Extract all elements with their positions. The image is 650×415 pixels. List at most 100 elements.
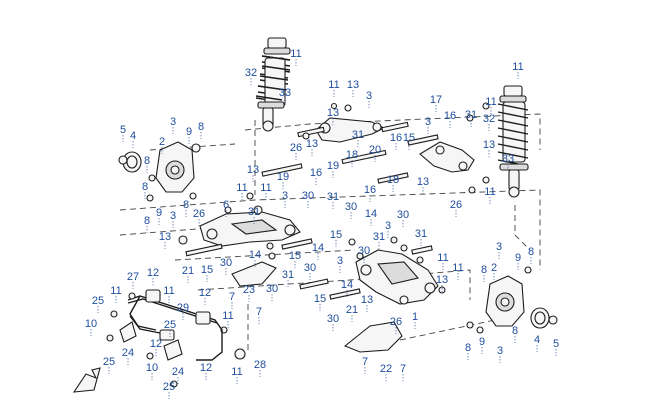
callout-9: 9	[186, 126, 192, 138]
callout-10: 10	[85, 318, 97, 330]
callout-11: 11	[485, 96, 496, 108]
callout-15: 15	[330, 229, 342, 241]
callout-27: 27	[127, 271, 139, 283]
right-knuckle	[466, 266, 558, 334]
callout-3: 3	[496, 241, 502, 253]
callout-14: 14	[365, 208, 377, 220]
callout-11: 11	[512, 61, 523, 73]
callout-8: 8	[142, 181, 148, 193]
callout-13: 13	[436, 274, 448, 286]
callout-31: 31	[352, 129, 364, 141]
callout-18: 18	[387, 174, 399, 186]
callout-2: 2	[491, 262, 497, 274]
callout-15: 15	[403, 132, 415, 144]
callout-7: 7	[400, 363, 406, 375]
callout-3: 3	[170, 116, 176, 128]
callout-13: 13	[361, 294, 373, 306]
callout-19: 19	[277, 171, 289, 183]
callout-13: 13	[347, 79, 359, 91]
callout-12: 12	[147, 267, 159, 279]
callout-11: 11	[231, 366, 242, 378]
callout-23: 23	[243, 284, 255, 296]
callout-8: 8	[144, 155, 150, 167]
callout-31: 31	[327, 191, 339, 203]
callout-26: 26	[450, 199, 462, 211]
callout-11: 11	[236, 182, 247, 194]
callout-11: 11	[260, 182, 271, 194]
callout-11: 11	[484, 186, 495, 198]
callout-1: 1	[412, 311, 418, 323]
callout-11: 11	[328, 79, 339, 91]
callout-13: 13	[327, 107, 339, 119]
callout-3: 3	[170, 210, 176, 222]
callout-13: 13	[417, 176, 429, 188]
callout-15: 15	[201, 264, 213, 276]
callout-30: 30	[327, 313, 339, 325]
callout-3: 3	[282, 190, 288, 202]
callout-13: 13	[483, 139, 495, 151]
callout-19: 19	[327, 160, 339, 172]
callout-21: 21	[346, 304, 358, 316]
skid-plates	[231, 261, 403, 353]
callout-15: 15	[314, 293, 326, 305]
callout-8: 8	[144, 215, 150, 227]
callout-7: 7	[362, 356, 368, 368]
callout-30: 30	[345, 201, 357, 213]
callout-13: 13	[247, 164, 259, 176]
callout-26: 26	[390, 316, 402, 328]
left-shock-absorber	[255, 37, 291, 132]
callout-16: 16	[390, 132, 402, 144]
callout-15: 15	[289, 250, 301, 262]
callout-7: 7	[256, 306, 262, 318]
callout-33: 33	[279, 87, 291, 99]
callout-25: 25	[163, 381, 175, 393]
right-lower-a-arm	[355, 249, 439, 305]
callout-12: 12	[150, 338, 162, 350]
callout-9: 9	[479, 336, 485, 348]
left-knuckle	[118, 141, 201, 202]
callout-30: 30	[397, 209, 409, 221]
callout-32: 32	[245, 67, 257, 79]
stabilizer-bar	[106, 289, 223, 388]
callout-3: 3	[497, 345, 503, 357]
callout-30: 30	[266, 283, 278, 295]
callout-30: 30	[220, 257, 232, 269]
callout-9: 9	[515, 252, 521, 264]
callout-8: 8	[528, 246, 534, 258]
callout-28: 28	[254, 359, 266, 371]
right-shock-absorber	[497, 85, 529, 198]
callout-31: 31	[248, 206, 260, 218]
callout-11: 11	[222, 310, 233, 322]
callout-8: 8	[198, 121, 204, 133]
callout-33: 33	[502, 153, 514, 165]
callout-3: 3	[337, 255, 343, 267]
callout-11: 11	[437, 252, 448, 264]
callout-18: 18	[346, 149, 358, 161]
callout-24: 24	[122, 347, 134, 359]
callout-3: 3	[366, 90, 372, 102]
callout-24: 24	[172, 366, 184, 378]
callout-11: 11	[290, 48, 301, 60]
callout-10: 10	[146, 362, 158, 374]
callout-30: 30	[304, 262, 316, 274]
callout-14: 14	[341, 279, 353, 291]
callout-25: 25	[164, 319, 176, 331]
callout-25: 25	[92, 295, 104, 307]
callout-30: 30	[302, 190, 314, 202]
callout-11: 11	[452, 262, 463, 274]
callout-3: 3	[425, 116, 431, 128]
callout-4: 4	[534, 334, 540, 346]
callout-26: 26	[193, 208, 205, 220]
callout-2: 2	[159, 136, 165, 148]
pins-and-bolts	[178, 102, 490, 360]
left-lower-a-arm	[199, 205, 301, 247]
callout-13: 13	[306, 138, 318, 150]
front-direction-arrow-icon	[72, 367, 101, 393]
callout-8: 8	[481, 264, 487, 276]
callout-16: 16	[444, 110, 456, 122]
callout-30: 30	[358, 245, 370, 257]
callout-14: 14	[312, 242, 324, 254]
